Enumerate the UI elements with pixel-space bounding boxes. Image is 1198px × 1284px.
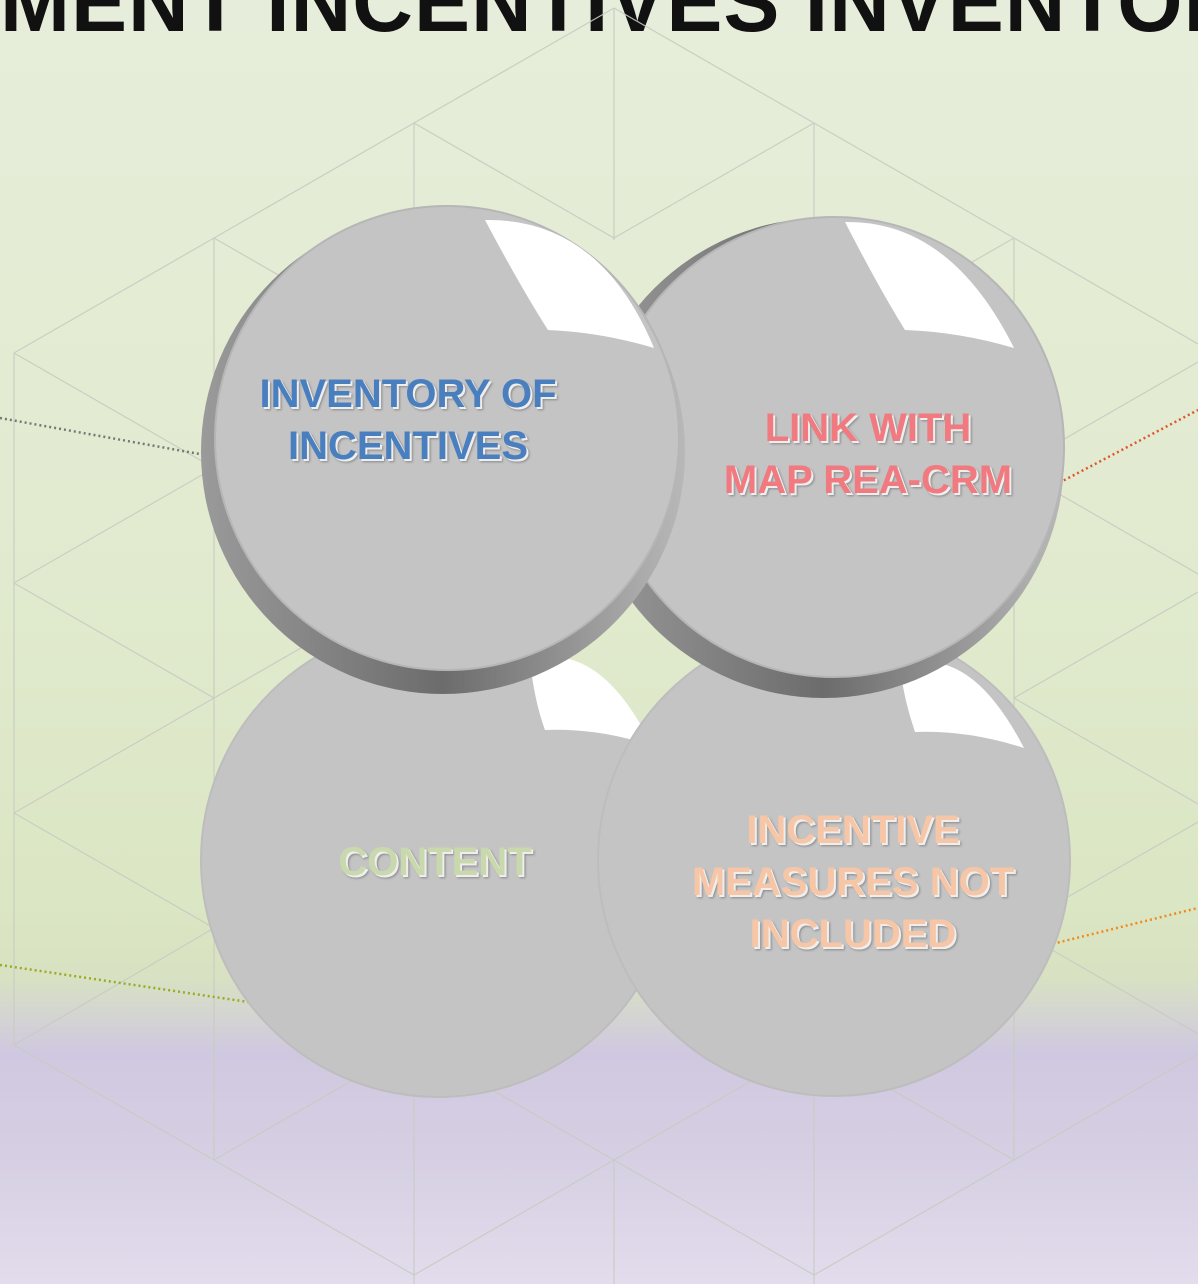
label-line: INCLUDED: [749, 912, 957, 956]
circle-bottom-right: [597, 623, 1071, 1097]
label-line: CONTENT: [338, 840, 532, 884]
highlight-shine: [530, 656, 652, 746]
connector-top-right: [1054, 408, 1198, 487]
label-line: INVENTORY OF: [259, 372, 557, 416]
highlight-shine: [485, 219, 654, 348]
background-lattice: [13, 7, 1198, 1284]
circle-label-incentive-measures-not-included: INCENTIVE MEASURES NOT INCLUDED: [663, 804, 1043, 960]
label-line: INCENTIVES: [287, 424, 529, 468]
label-line: MEASURES NOT: [691, 860, 1015, 904]
highlight-shine: [900, 662, 1024, 748]
circle-label-link-with-map: LINK WITH MAP REA-CRM: [688, 402, 1048, 506]
circle-label-inventory-of-incentives: INVENTORY OF INCENTIVES: [228, 368, 588, 472]
circle-top-right: [584, 216, 1065, 698]
connector-bottom-left: [0, 963, 256, 1005]
connector-top-left: [0, 416, 206, 457]
highlight-shine: [845, 221, 1014, 348]
connector-bottom-right: [1047, 906, 1198, 947]
label-line: MAP REA-CRM: [723, 458, 1013, 502]
label-line: INCENTIVE: [746, 808, 960, 852]
circle-top-left: [201, 205, 685, 694]
circle-label-content: CONTENT: [255, 836, 615, 888]
label-line: LINK WITH: [764, 406, 972, 450]
